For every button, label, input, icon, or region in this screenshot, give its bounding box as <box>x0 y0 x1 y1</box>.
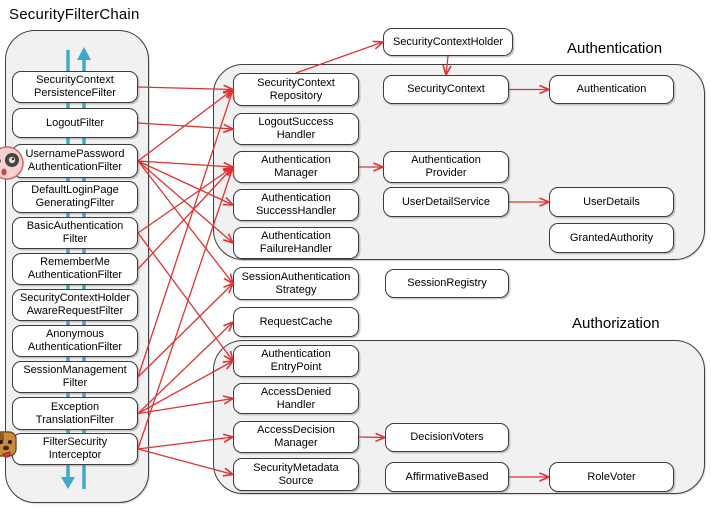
node-security-context-holder: SecurityContextHolder <box>383 28 513 56</box>
node-username-password-authentication-filter: UsernamePassword AuthenticationFilter <box>12 144 138 178</box>
node-authentication-success-handler: Authentication SuccessHandler <box>233 189 359 221</box>
dog-face-icon <box>0 431 17 458</box>
node-security-context-holder-aware-request-filter: SecurityContextHolder AwareRequestFilter <box>12 289 138 321</box>
node-logout-filter: LogoutFilter <box>12 108 138 138</box>
node-authentication: Authentication <box>549 75 674 104</box>
node-role-voter: RoleVoter <box>549 462 674 492</box>
node-security-context: SecurityContext <box>383 75 509 104</box>
node-affirmative-based: AffirmativeBased <box>385 462 509 492</box>
node-security-metadata-source: SecurityMetadata Source <box>233 458 359 491</box>
node-session-registry: SessionRegistry <box>385 269 509 298</box>
node-session-authentication-strategy: SessionAuthentication Strategy <box>233 267 359 300</box>
node-granted-authority: GrantedAuthority <box>549 223 674 253</box>
node-security-context-persistence-filter: SecurityContext PersistenceFilter <box>12 71 138 103</box>
authentication-group-label: Authentication <box>567 40 663 57</box>
node-session-management-filter: SessionManagement Filter <box>12 361 138 393</box>
node-exception-translation-filter: Exception TranslationFilter <box>12 397 138 430</box>
node-user-details: UserDetails <box>549 187 674 217</box>
node-authentication-provider: Authentication Provider <box>383 151 509 183</box>
authorization-group-label: Authorization <box>572 315 660 332</box>
node-decision-voters: DecisionVoters <box>385 423 509 452</box>
node-access-decision-manager: AccessDecision Manager <box>233 421 359 453</box>
node-security-context-repository: SecurityContext Repository <box>233 73 359 106</box>
node-authentication-manager: Authentication Manager <box>233 151 359 183</box>
node-anonymous-authentication-filter: Anonymous AuthenticationFilter <box>12 325 138 357</box>
node-access-denied-handler: AccessDenied Handler <box>233 383 359 414</box>
node-filter-security-interceptor: FilterSecurity Interceptor <box>12 433 138 465</box>
node-user-detail-service: UserDetailService <box>383 187 509 217</box>
node-authentication-failure-handler: Authentication FailureHandler <box>233 227 359 259</box>
node-request-cache: RequestCache <box>233 307 359 337</box>
node-basic-authentication-filter: BasicAuthentication Filter <box>12 217 138 249</box>
user-face-icon <box>0 146 24 180</box>
node-logout-success-handler: LogoutSuccess Handler <box>233 113 359 145</box>
node-remember-me-authentication-filter: RememberMe AuthenticationFilter <box>12 253 138 285</box>
diagram-title: SecurityFilterChain <box>9 6 140 23</box>
node-default-login-page-generating-filter: DefaultLoginPage GeneratingFilter <box>12 181 138 213</box>
node-authentication-entry-point: Authentication EntryPoint <box>233 345 359 377</box>
